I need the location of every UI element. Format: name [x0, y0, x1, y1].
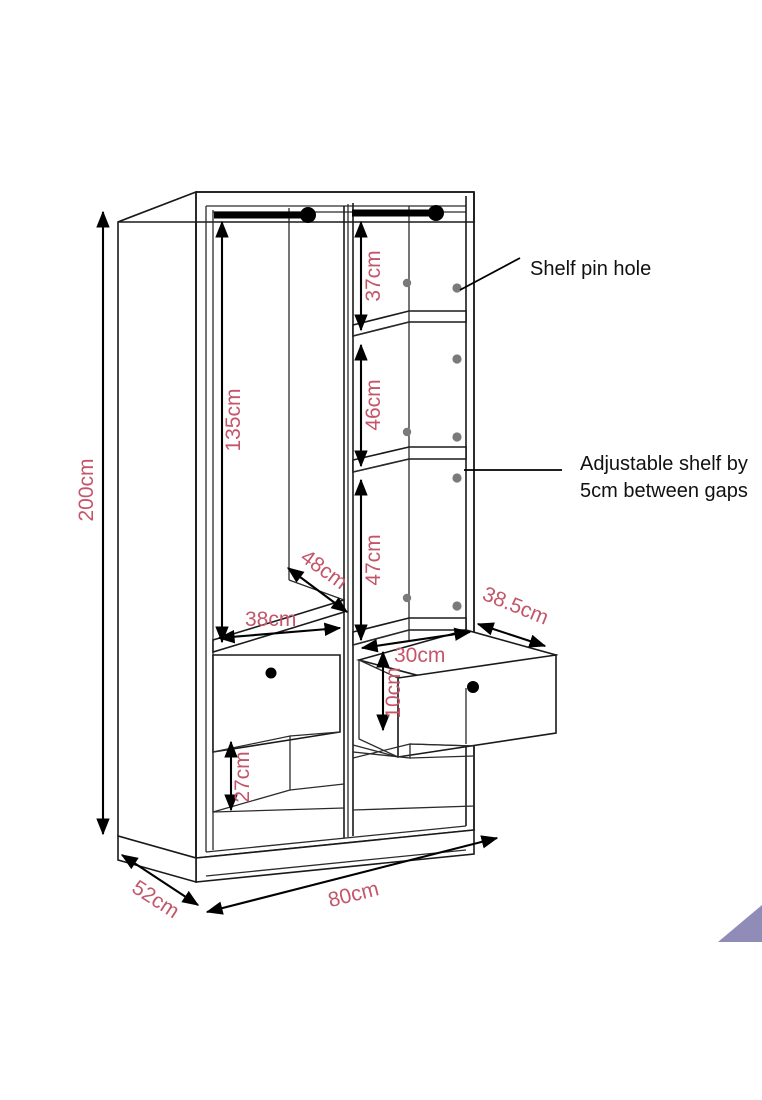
- drawer-left-closed: [212, 654, 341, 753]
- dimension-bottom-shelf: 27cm: [224, 740, 254, 812]
- dimension-drawer-height: 10cm: [376, 650, 405, 732]
- dim-label-overall-height: 200cm: [75, 458, 98, 521]
- left-compartment-floor-front: [212, 807, 345, 813]
- drawer-left-knob: [265, 667, 277, 679]
- shelf-top-depth-line: [352, 321, 410, 337]
- right-compartment-back-edge-2: [409, 755, 475, 759]
- dimension-drawer-width: 30cm: [360, 627, 472, 667]
- hanging-rail-left-endcap: [300, 207, 316, 223]
- dim-label-overall-depth: 52cm: [128, 876, 184, 923]
- left-compartment-floor-back: [289, 783, 345, 791]
- dim-label-left-width: 38cm: [245, 608, 296, 631]
- adjustable-shelves: [352, 310, 467, 647]
- dim-label-drawer-depth: 38.5cm: [479, 582, 551, 629]
- dim-label-hanging-height: 135cm: [222, 388, 245, 451]
- callout-label-adjustable-shelf-line1: Adjustable shelf by: [580, 453, 748, 475]
- shelf-middle-depth-line: [352, 458, 410, 473]
- shelf-pin-hole-icon: [452, 283, 462, 293]
- dim-line-38: [217, 622, 342, 644]
- dim-label-overall-width: 80cm: [326, 877, 381, 912]
- right-compartment-depth-line: [352, 743, 411, 759]
- callout-label-adjustable-shelf-line2: 5cm between gaps: [580, 480, 748, 502]
- dim-label-bottom-shelf: 27cm: [231, 751, 254, 802]
- right-column-lower: [352, 743, 475, 811]
- callout-label-shelf-pin-hole: Shelf pin hole: [530, 258, 651, 280]
- shelf-pin-hole-icon: [402, 593, 412, 603]
- plinth-front: [195, 829, 475, 883]
- corner-accent-triangle: [718, 905, 762, 942]
- dim-label-drawer-height: 10cm: [382, 667, 405, 718]
- hanging-rails: [214, 205, 444, 223]
- dim-line-48: [286, 567, 349, 613]
- dimension-overall-height: 200cm: [75, 210, 110, 836]
- shelf-pin-hole-icon: [402, 278, 412, 288]
- dimension-hanging-height: 135cm: [215, 220, 245, 644]
- callout-adjustable-shelf: Adjustable shelf by 5cm between gaps: [464, 453, 748, 502]
- dimension-lower-gap: 47cm: [354, 478, 385, 642]
- dimension-top-gap: 37cm: [354, 220, 385, 332]
- callout-shelf-pin-hole: Shelf pin hole: [459, 257, 651, 291]
- shelf-pin-hole-icon: [452, 473, 462, 483]
- dim-line-30: [360, 627, 472, 653]
- dimension-left-width: 38cm: [217, 608, 342, 644]
- dimension-middle-gap: 46cm: [354, 343, 385, 468]
- hanging-rail-right-endcap: [428, 205, 444, 221]
- dim-line-80: [205, 835, 499, 915]
- shelf-pin-hole-icon: [402, 427, 412, 437]
- dim-label-middle-gap: 46cm: [362, 379, 385, 430]
- dim-label-lower-gap: 47cm: [362, 534, 385, 585]
- shelf-pin-hole-icon: [452, 354, 462, 364]
- callout-leader-line-pin-hole: [459, 257, 521, 291]
- right-compartment-back-edge: [409, 743, 475, 747]
- dim-label-left-depth: 48cm: [296, 545, 351, 594]
- shelf-pin-hole-icon: [452, 432, 462, 442]
- dim-line-52: [120, 854, 200, 906]
- dim-label-drawer-width: 30cm: [394, 644, 445, 667]
- drawer-cavity-bottom-edge: [352, 744, 399, 758]
- left-compartment-top-edge: [289, 731, 341, 737]
- shelf-pin-holes: [402, 278, 462, 611]
- dim-label-top-gap: 37cm: [362, 250, 385, 301]
- dim-line-38_5: [476, 622, 547, 648]
- shelf-pin-hole-icon: [452, 601, 462, 611]
- left-side-panel: [117, 190, 197, 860]
- drawer-right-knob: [467, 681, 479, 693]
